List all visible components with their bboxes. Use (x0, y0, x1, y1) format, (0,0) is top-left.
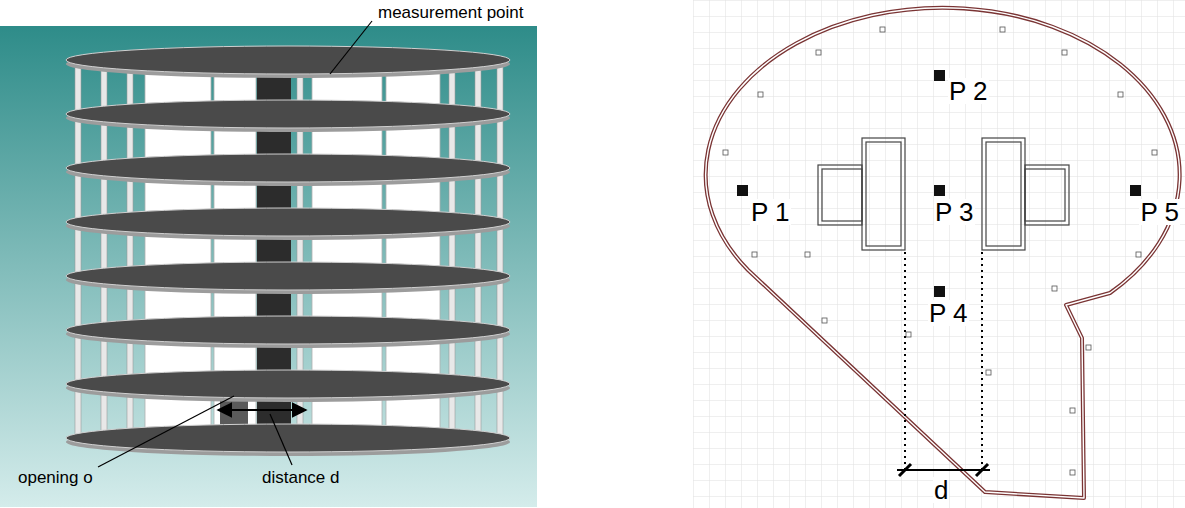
slab-top (66, 100, 510, 128)
slab-top (66, 154, 510, 182)
floor-slab (66, 100, 510, 132)
callout-label: measurement point (378, 4, 524, 21)
slab-top (66, 316, 510, 344)
slab-top (66, 208, 510, 236)
callout-label: distance d (262, 469, 340, 486)
distance-arrow (218, 409, 306, 411)
floor-slab (66, 316, 510, 348)
column-symbols (723, 27, 1157, 475)
floor-outline (706, 8, 1180, 498)
sky-background (0, 26, 537, 507)
point-label: P 3 (934, 199, 975, 225)
callout-label: opening o (18, 469, 93, 486)
slab-top (66, 46, 510, 74)
point-label: P 2 (948, 78, 989, 104)
leader-line (98, 396, 234, 467)
dimension-line (897, 469, 990, 471)
floor-outline (706, 8, 1180, 498)
leader-line (330, 21, 372, 74)
point-label: P 1 (750, 199, 791, 225)
dimension-extension (981, 252, 983, 470)
dimension-tick (976, 464, 988, 476)
building-model (66, 46, 510, 456)
floor-slab (66, 262, 510, 294)
floor-slab (66, 208, 510, 240)
floor-slab (66, 46, 510, 78)
dimension-extension (904, 252, 906, 470)
floor-slab (66, 370, 510, 402)
measurement-marker (737, 70, 1141, 297)
dimension-tick (899, 464, 911, 476)
slab-top (66, 262, 510, 290)
core-walls (818, 138, 1069, 250)
leader-line (270, 414, 292, 465)
floor-slab (66, 424, 510, 456)
dimension-label: d (933, 477, 949, 503)
point-label: P 5 (1139, 199, 1180, 225)
slab-top (66, 424, 510, 452)
point-label: P 4 (928, 300, 969, 326)
grid-background (693, 0, 1185, 508)
slab-top (66, 370, 510, 398)
floor-slab (66, 154, 510, 186)
